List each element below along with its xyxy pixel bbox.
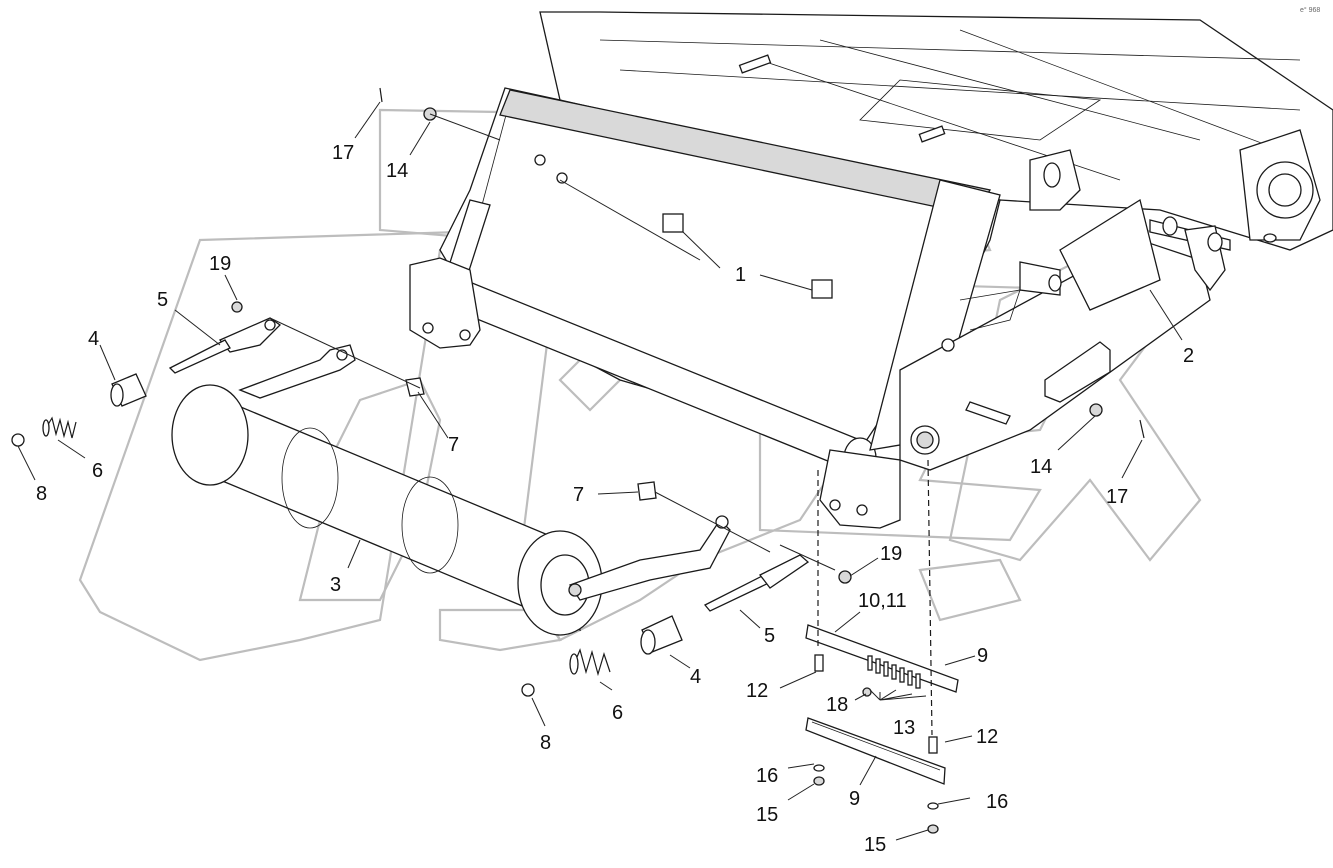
callout-2: 2 bbox=[1183, 345, 1194, 367]
frame-assembly bbox=[409, 11, 1333, 529]
callout-19: 19 bbox=[209, 253, 231, 275]
callout-17: 17 bbox=[1106, 486, 1128, 508]
callout-6: 6 bbox=[92, 460, 103, 482]
callout-13: 13 bbox=[893, 717, 915, 739]
callout-9: 9 bbox=[849, 788, 860, 810]
callout-4: 4 bbox=[88, 328, 99, 350]
callout-12: 12 bbox=[746, 680, 768, 702]
corner-mark: е° 968 bbox=[1300, 6, 1320, 14]
callout-3: 3 bbox=[330, 574, 341, 596]
callout-1: 1 bbox=[735, 264, 746, 286]
callout-16: 16 bbox=[986, 791, 1008, 813]
scraper-assembly bbox=[805, 459, 959, 834]
spring-left bbox=[42, 416, 77, 439]
roller-assembly bbox=[11, 301, 852, 697]
callout-8: 8 bbox=[540, 732, 551, 754]
callout-5: 5 bbox=[764, 625, 775, 647]
side-parts bbox=[379, 87, 1145, 439]
callout-19: 19 bbox=[880, 543, 902, 565]
callout-15: 15 bbox=[864, 834, 886, 856]
callout-12: 12 bbox=[976, 726, 998, 748]
callouts: 17 14 19 5 4 1 2 6 8 7 14 17 7 3 19 10,1… bbox=[36, 142, 1194, 856]
callout-14: 14 bbox=[386, 160, 408, 182]
callout-5: 5 bbox=[157, 289, 168, 311]
callout-18: 18 bbox=[826, 694, 848, 716]
callout-15: 15 bbox=[756, 804, 778, 826]
leader-lines bbox=[17, 101, 1183, 841]
callout-6: 6 bbox=[612, 702, 623, 724]
callout-9: 9 bbox=[977, 645, 988, 667]
callout-4: 4 bbox=[690, 666, 701, 688]
callout-14: 14 bbox=[1030, 456, 1052, 478]
callout-10-11: 10,11 bbox=[858, 590, 907, 612]
callout-16: 16 bbox=[756, 765, 778, 787]
callout-7: 7 bbox=[448, 434, 459, 456]
callout-17: 17 bbox=[332, 142, 354, 164]
callout-7: 7 bbox=[573, 484, 584, 506]
callout-8: 8 bbox=[36, 483, 47, 505]
scraper-teeth bbox=[867, 655, 921, 689]
